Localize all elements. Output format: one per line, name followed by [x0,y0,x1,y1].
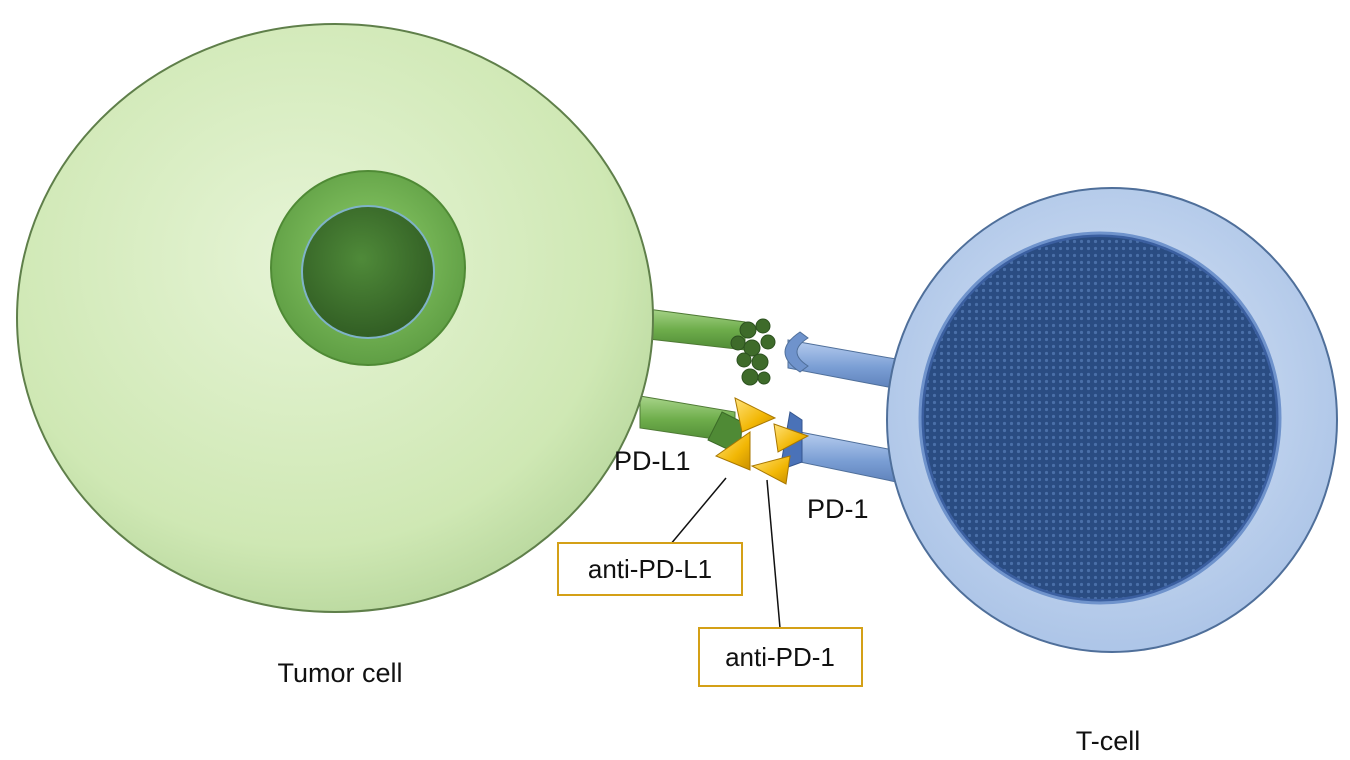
tumor-cell-nucleus [301,205,435,339]
anti-pd-l1-box: anti-PD-L1 [557,542,743,596]
t-cell-nucleus [924,237,1276,599]
t-cell-label: T-cell [1076,726,1141,756]
tumor-cell [16,23,654,613]
pd-l1-label: PD-L1 [614,446,691,476]
anti-pd-l1-leader [669,477,727,546]
anti-pd-1-leader [766,479,781,629]
t-cell [886,187,1338,653]
pd-1-label: PD-1 [807,494,869,524]
anti-pd-1-antibody [750,423,810,485]
anti-pd-1-label: anti-PD-1 [725,642,835,672]
anti-pd-l1-antibody [714,397,777,471]
anti-pd-1-box: anti-PD-1 [698,627,863,687]
pd-l1-receptor-upper [639,307,746,351]
tumor-cell-label: Tumor cell [277,658,402,688]
anti-pd-l1-label: anti-PD-L1 [588,554,712,584]
antigen-cluster [730,318,776,386]
